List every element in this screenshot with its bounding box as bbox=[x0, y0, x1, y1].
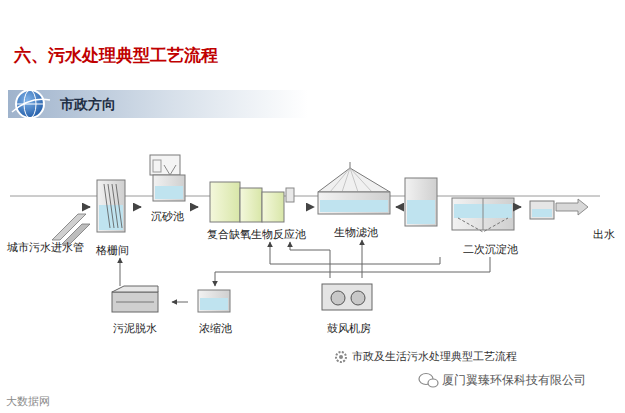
flow-pipe bbox=[520, 206, 521, 208]
biofilter: 生物滤池 bbox=[314, 160, 398, 240]
sludge-air-line bbox=[215, 257, 490, 286]
sludge-air-line bbox=[120, 258, 121, 286]
unit-label: 污泥脱水 bbox=[98, 322, 172, 335]
unit-label: 沉砂池 bbox=[141, 210, 194, 223]
unit-label: 城市污水进水管 bbox=[5, 241, 89, 254]
inlet-pipe: 城市污水进水管 bbox=[5, 185, 89, 255]
section-heading: 市政方向 bbox=[50, 95, 304, 113]
unit-label: 鼓风机房 bbox=[310, 322, 388, 335]
sludge-air-line bbox=[362, 240, 363, 278]
thickener: 浓缩池 bbox=[188, 286, 242, 336]
company-watermark: 厦门翼臻环保科技有限公司 bbox=[442, 372, 586, 389]
flow-pipe bbox=[396, 206, 398, 208]
unit-label: 生物滤池 bbox=[314, 226, 398, 239]
page-title: 六、污水处理典型工艺流程 bbox=[14, 44, 218, 67]
section-banner: 市政方向 bbox=[50, 91, 304, 117]
blower-house: 鼓风机房 bbox=[310, 278, 388, 336]
unit-label: 出水 bbox=[521, 228, 617, 241]
flow-pipe bbox=[134, 206, 141, 208]
grit-chamber: 沉砂池 bbox=[141, 152, 194, 224]
screen-room: 格栅间 bbox=[90, 175, 134, 258]
unit-label: 格栅间 bbox=[90, 244, 134, 257]
unit-label: 复合缺氧生物反应池 bbox=[198, 228, 314, 241]
secondary-clarifier: 二次沉淀池 bbox=[396, 172, 520, 257]
anoxic-reactor: 复合缺氧生物反应池 bbox=[198, 178, 314, 242]
sludge-dewatering: 污泥脱水 bbox=[98, 286, 172, 336]
flow-pipe bbox=[194, 206, 198, 208]
sludge-air-line bbox=[270, 242, 440, 264]
flow-pipe bbox=[89, 206, 90, 208]
effluent-outlet: 出水 bbox=[521, 192, 617, 242]
diagram-caption: 市政及生活污水处理典型工艺流程 bbox=[352, 349, 517, 364]
sludge-air-line bbox=[290, 242, 330, 278]
unit-label: 浓缩池 bbox=[188, 322, 242, 335]
unit-label: 二次沉淀池 bbox=[396, 243, 520, 256]
sludge-air-line bbox=[172, 302, 188, 303]
watermark: 大数据网 bbox=[6, 394, 50, 409]
